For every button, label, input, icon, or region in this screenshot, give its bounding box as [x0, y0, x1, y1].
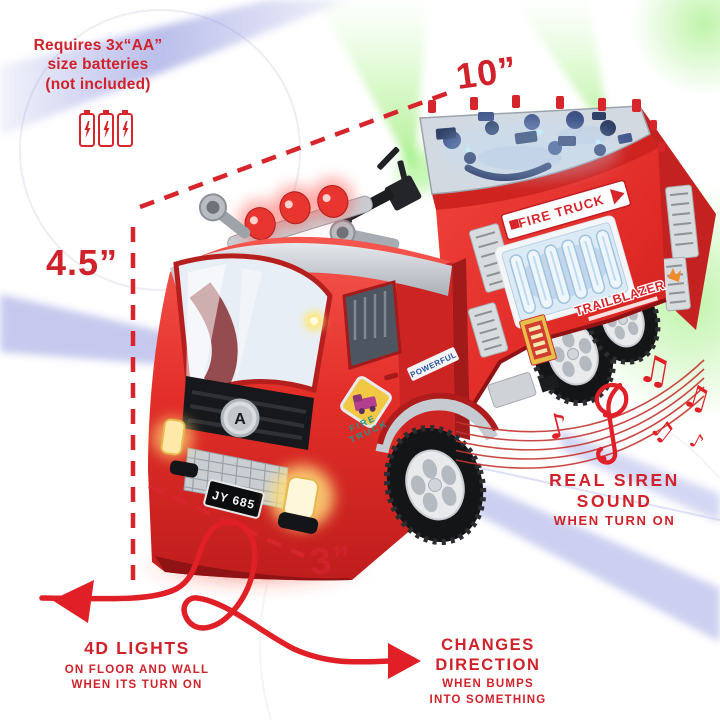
treble-clef-icon	[594, 382, 629, 465]
beam-blue-topleft	[0, 0, 348, 136]
bumper-insert	[277, 512, 319, 534]
dimension-length-label: 10”	[453, 47, 520, 98]
license-plate: JY 685	[203, 479, 265, 519]
louver-panel-right	[665, 184, 699, 260]
bolt-icon	[84, 121, 91, 138]
music-note-icon: ♪	[686, 427, 709, 454]
battery-note-line2: size batteries	[47, 56, 149, 74]
motion-arrows	[39, 519, 421, 679]
flame-decal	[668, 268, 681, 282]
beam-green-right	[514, 0, 612, 142]
fender-lip	[377, 392, 499, 445]
door-handle	[384, 372, 399, 381]
louver-panel-left	[467, 302, 509, 358]
glass-glare	[186, 264, 226, 392]
battery-note-line1: Requires 3x“AA”	[33, 37, 163, 54]
dimension-height-label: 4.5”	[46, 242, 119, 283]
battery-icon	[98, 110, 114, 147]
battery-note: Requires 3x“AA” size batteries (not incl…	[14, 36, 182, 94]
beam-blue-right-lower	[466, 478, 720, 642]
battery-note-line3: (not included)	[45, 75, 151, 93]
music-note-icon: ♫	[634, 346, 675, 395]
front-fender	[375, 397, 498, 454]
battery-icon	[79, 110, 95, 147]
chassis-box	[538, 373, 560, 393]
lights-feature-label: 4D LIGHTS ON FLOOR AND WALL WHEN ITS TUR…	[42, 638, 232, 694]
loop-arrow-curve	[39, 519, 393, 665]
music-note-icon: ♪	[543, 405, 574, 449]
glow-green-topright	[632, 0, 720, 96]
front-grille: A	[182, 376, 314, 450]
lights-line1: 4D LIGHTS	[84, 638, 190, 658]
bumper-insert	[169, 460, 199, 478]
gauge-sticker	[519, 314, 557, 366]
door-window	[342, 280, 402, 371]
bolt-icon	[122, 121, 129, 138]
siren-horn-front	[198, 193, 251, 239]
roof-light-bar	[227, 177, 373, 253]
siren-feature-label: REAL SIREN SOUND WHEN TURN ON	[527, 470, 702, 530]
clef-dot	[599, 455, 607, 463]
equipment-window	[494, 215, 636, 329]
lights-line2: ON FLOOR AND WALL	[64, 663, 210, 676]
siren-line1: REAL SIREN	[549, 470, 680, 490]
arrowhead-right	[388, 643, 421, 679]
grille-emblem-letter: A	[234, 411, 246, 428]
gear-deck	[419, 95, 665, 195]
louver-panel-right	[661, 256, 691, 312]
dimension-width-label: 3”	[307, 537, 355, 585]
windshield	[173, 253, 333, 407]
siren-line3: WHEN TURN ON	[553, 513, 676, 529]
direction-line1: CHANGES	[441, 636, 535, 654]
glass-glare	[236, 268, 262, 382]
side-step	[487, 372, 537, 408]
front-wheel	[383, 424, 487, 546]
siren-line2: SOUND	[576, 490, 653, 511]
grille-emblem-face	[227, 405, 253, 431]
interior-glint-core	[310, 317, 318, 325]
fire-truck: FIRE TRUCK TRAILBLAZER	[137, 95, 716, 592]
headlights	[153, 418, 334, 534]
faint-light-line	[479, 467, 720, 521]
lights-line3: WHEN ITS TURN ON	[71, 679, 203, 692]
direction-feature-label: CHANGES DIRECTION WHEN BUMPS INTO SOMETH…	[404, 636, 572, 709]
cab-box-gap	[452, 258, 470, 440]
beam-green-left	[318, 0, 428, 172]
bumper-shadow	[155, 556, 352, 581]
deck-rim	[432, 134, 658, 210]
length-dash-line	[139, 87, 457, 210]
direction-line4: INTO SOMETHING	[429, 694, 547, 707]
direction-line2: DIRECTION	[435, 655, 541, 674]
battery-icon	[117, 110, 133, 147]
battery-icons	[79, 110, 133, 147]
direction-line3: WHEN BUMPS	[442, 677, 534, 690]
arrowhead-left	[52, 580, 94, 623]
bolt-icon	[103, 121, 110, 138]
